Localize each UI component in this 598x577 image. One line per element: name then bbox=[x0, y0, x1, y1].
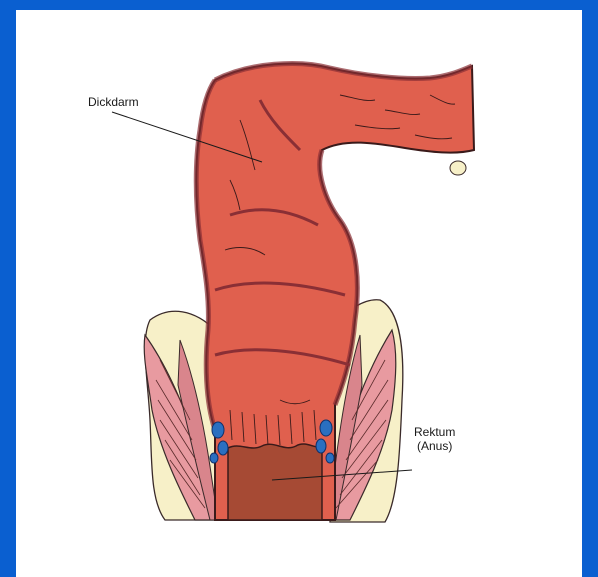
label-rectum-line1: Rektum bbox=[414, 425, 455, 439]
label-rectum: Rektum (Anus) bbox=[414, 425, 455, 453]
rectum-anal-canal bbox=[228, 444, 322, 520]
label-rectum-line2: (Anus) bbox=[414, 439, 455, 453]
label-colon: Dickdarm bbox=[88, 95, 139, 109]
fat-nodule bbox=[450, 161, 466, 175]
